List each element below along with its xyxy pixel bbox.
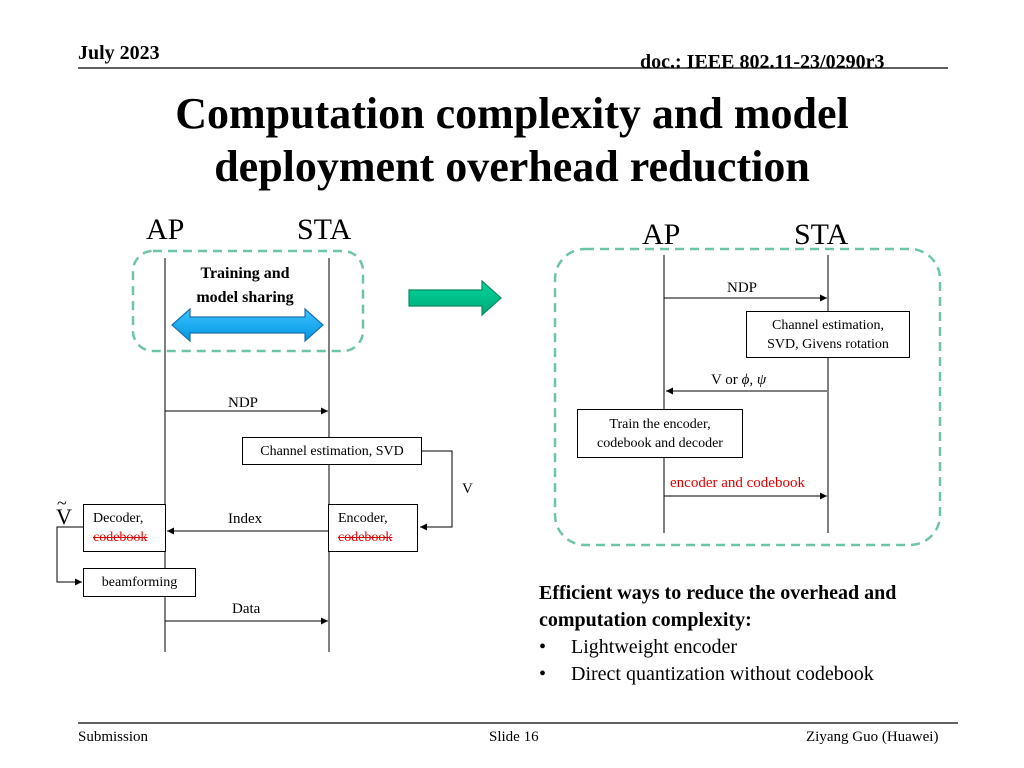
sta-label-left: STA	[297, 213, 352, 246]
decoder-to-beamforming-arrow	[56, 526, 83, 586]
v-tilde-label: ~ V	[56, 493, 72, 530]
footer-slide-number: Slide 16	[489, 729, 539, 745]
v-label: V	[462, 481, 473, 497]
ap-label-left: AP	[146, 213, 185, 246]
page-title-line2: deployment overhead reduction	[214, 142, 810, 191]
ndp-label-right: NDP	[727, 280, 758, 296]
footer-submission: Submission	[78, 729, 149, 745]
sta-label-right: STA	[794, 218, 849, 251]
page-title-line1: Computation complexity and model	[175, 89, 849, 138]
summary-heading-line1: Efficient ways to reduce the overhead an…	[539, 582, 897, 604]
encoder-box: Encoder, codebook	[328, 504, 418, 552]
channel-estimation-svd-box: Channel estimation, SVD, Givens rotation	[746, 311, 910, 358]
ndp-label-left: NDP	[228, 395, 259, 411]
bullet-dot-icon: •	[539, 663, 547, 685]
training-label: Training and model sharing	[196, 265, 294, 306]
decoder-codebook-struck: codebook	[93, 530, 148, 545]
transition-arrow	[408, 279, 502, 317]
encoder-codebook-label: encoder and codebook	[670, 475, 805, 491]
beamforming-box: beamforming	[83, 568, 196, 597]
right-dashed-box	[553, 247, 942, 547]
train-encoder-box: Train the encoder, codebook and decoder	[577, 409, 743, 458]
v-feedback-arrow	[420, 450, 453, 531]
tilde-mark: ~	[57, 493, 67, 513]
phi-psi-symbols: ϕ, ψ	[741, 372, 767, 388]
summary-heading-line2: computation complexity:	[539, 609, 752, 631]
summary-block: Efficient ways to reduce the overhead an…	[539, 580, 979, 688]
bullet-dot-icon: •	[539, 636, 547, 658]
data-label: Data	[232, 601, 261, 617]
v-or-phi-psi-label: V or ϕ, ψ	[711, 372, 767, 388]
bullet-item: • Direct quantization without codebook	[539, 661, 979, 688]
training-dashed-box	[131, 249, 365, 353]
model-sharing-arrow	[171, 307, 324, 343]
header-date: July 2023	[78, 42, 160, 64]
encoder-codebook-struck: codebook	[338, 530, 393, 545]
decoder-box: Decoder, codebook	[83, 504, 166, 552]
index-label: Index	[228, 511, 263, 527]
bullet-item: • Lightweight encoder	[539, 634, 979, 661]
footer-author: Ziyang Guo (Huawei)	[806, 729, 939, 745]
ap-label-right: AP	[642, 218, 681, 251]
channel-estimation-box: Channel estimation, SVD	[242, 437, 422, 465]
